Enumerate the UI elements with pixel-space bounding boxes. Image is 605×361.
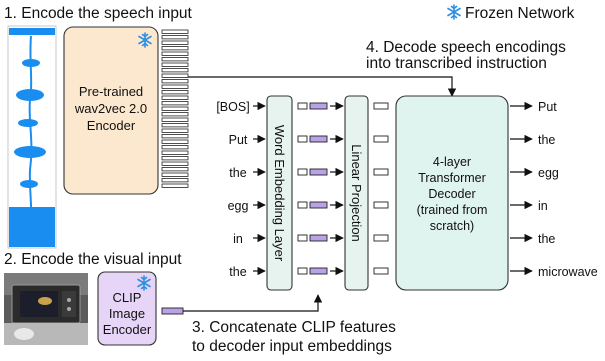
- speech-encoding-bar: [161, 167, 189, 172]
- speech-encoding-bar: [161, 95, 189, 100]
- input-token: egg: [228, 199, 249, 213]
- embedding-vector: [309, 135, 328, 143]
- wav2vec-line1: Pre-trained: [79, 84, 143, 99]
- speech-encoding-bar: [161, 161, 189, 166]
- clip-feature-vector: [161, 307, 184, 315]
- step-encode-speech: 1. Encode the speech input: [4, 5, 193, 22]
- speech-encoding-bar: [161, 123, 189, 128]
- projected-vector: [373, 135, 389, 143]
- clip-line2: Image: [109, 306, 145, 321]
- decoder-line4: (trained from: [417, 203, 488, 217]
- token-marker: [297, 102, 308, 110]
- speech-encoding-bar: [161, 112, 189, 117]
- embedding-vector: [309, 201, 328, 209]
- step-concat-line1: 3. Concatenate CLIP features: [192, 319, 396, 336]
- legend-label: Frozen Network: [465, 5, 575, 22]
- speech-encoding-bar: [161, 139, 189, 144]
- wav2vec-line2: wav2vec 2.0: [74, 101, 147, 116]
- speech-encoding-bar: [161, 57, 189, 62]
- token-marker: [297, 201, 308, 209]
- speech-encoding-bar: [161, 35, 189, 40]
- clip-to-embeddings-arrow: [183, 294, 323, 312]
- decoder-line2: Transformer: [418, 171, 486, 185]
- speech-encoding-bar: [161, 134, 189, 139]
- speech-encoding-bar: [161, 62, 189, 67]
- speech-encoding-bar: [161, 84, 189, 89]
- speech-waveform-image: [7, 25, 57, 249]
- embedding-vector: [309, 234, 328, 242]
- projected-vector: [373, 267, 389, 275]
- word-embedding-layer-label: Word Embedding Layer: [272, 125, 287, 262]
- output-token: the: [538, 133, 555, 147]
- clip-line1: CLIP: [113, 290, 142, 305]
- snowflake-icon: [447, 4, 461, 20]
- speech-encoding-bar: [161, 156, 189, 161]
- speech-encoding-bar: [161, 101, 189, 106]
- step-encode-visual: 2. Encode the visual input: [4, 251, 182, 268]
- speech-encoding-bar: [161, 46, 189, 51]
- speech-encoding-bar: [161, 51, 189, 56]
- speech-encoding-bar: [161, 183, 189, 188]
- speech-encoding-bar: [161, 90, 189, 95]
- step-concat-line2: to decoder input embeddings: [192, 338, 392, 355]
- output-token: egg: [538, 166, 559, 180]
- wav2vec-encoder-box: Pre-trained wav2vec 2.0 Encoder: [63, 26, 159, 195]
- speech-encoding-bar: [161, 29, 189, 34]
- step-decode-line2: into transcribed instruction: [366, 55, 547, 72]
- speech-encoding-bar: [161, 172, 189, 177]
- linear-projection-box: Linear Projection: [344, 95, 369, 291]
- token-marker: [297, 168, 308, 176]
- output-token: microwave: [538, 265, 598, 279]
- transformer-decoder-box: 4-layer Transformer Decoder (trained fro…: [395, 95, 509, 291]
- decoder-line1: 4-layer: [433, 155, 471, 169]
- speech-encoding-bar: [161, 40, 189, 45]
- token-marker: [297, 234, 308, 242]
- output-token: in: [538, 199, 548, 213]
- projected-vector: [373, 168, 389, 176]
- speech-encoding-bar: [161, 68, 189, 73]
- input-token: the: [229, 265, 246, 279]
- embedding-vector: [309, 102, 328, 110]
- wav2vec-line3: Encoder: [87, 118, 136, 133]
- encodings-to-decoder-arrow: [188, 76, 457, 97]
- token-marker: [297, 267, 308, 275]
- input-token: [BOS]: [216, 100, 249, 114]
- speech-encoding-strip: [161, 29, 189, 188]
- step-decode-line1: 4. Decode speech encodings: [366, 39, 566, 56]
- input-token: the: [229, 166, 246, 180]
- speech-encoding-bar: [161, 79, 189, 84]
- embedding-vector: [309, 168, 328, 176]
- speech-encoding-bar: [161, 128, 189, 133]
- projected-vector: [373, 201, 389, 209]
- output-token: Put: [538, 100, 557, 114]
- speech-encoding-bar: [161, 106, 189, 111]
- token-row-shapes: [253, 101, 533, 276]
- speech-encoding-bar: [161, 150, 189, 155]
- decoder-line3: Decoder: [428, 187, 475, 201]
- output-token: the: [538, 232, 555, 246]
- projected-vector: [373, 102, 389, 110]
- embedding-vector: [309, 267, 328, 275]
- input-token: in: [233, 232, 243, 246]
- token-marker: [297, 135, 308, 143]
- speech-encoding-bar: [161, 73, 189, 78]
- projected-vector: [373, 234, 389, 242]
- input-token: Put: [229, 133, 248, 147]
- clip-image-encoder-box: CLIP Image Encoder: [97, 271, 157, 346]
- token-rows: [BOS] Put Put the the egg egg in in the …: [216, 100, 597, 279]
- speech-encoding-bar: [161, 145, 189, 150]
- frozen-network-legend: Frozen Network: [447, 4, 575, 22]
- visual-input-image: [4, 273, 88, 345]
- linear-projection-label: Linear Projection: [349, 144, 364, 242]
- word-embedding-layer-box: Word Embedding Layer: [266, 95, 293, 291]
- speech-encoding-bar: [161, 117, 189, 122]
- clip-line3: Encoder: [103, 322, 152, 337]
- speech-encoding-bar: [161, 178, 189, 183]
- decoder-line5: scratch): [430, 219, 474, 233]
